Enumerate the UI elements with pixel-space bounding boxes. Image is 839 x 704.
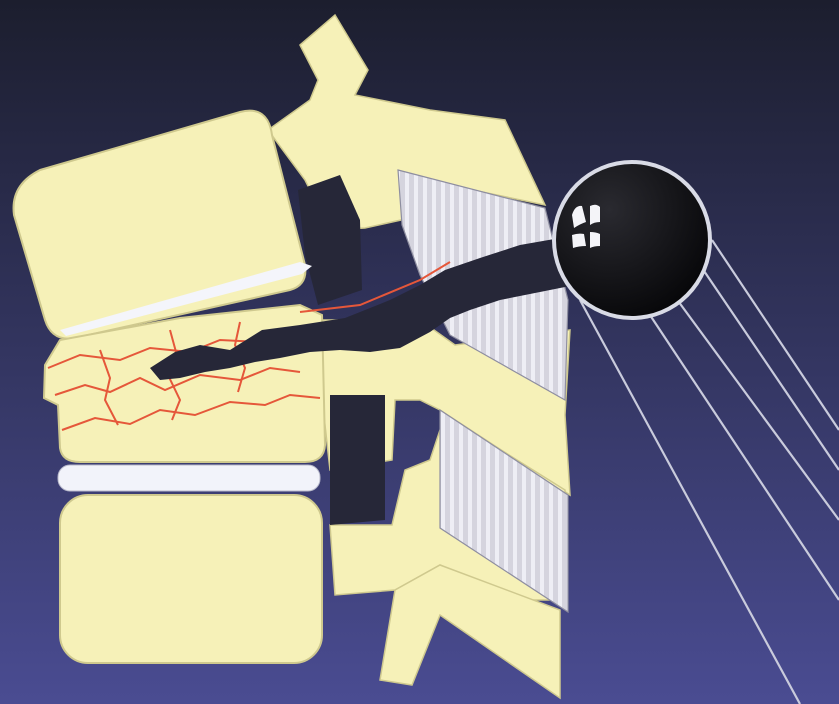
impact-ball-icon (552, 160, 712, 320)
intervertebral-disc (58, 465, 320, 491)
lower-vertebral-body (60, 495, 322, 663)
